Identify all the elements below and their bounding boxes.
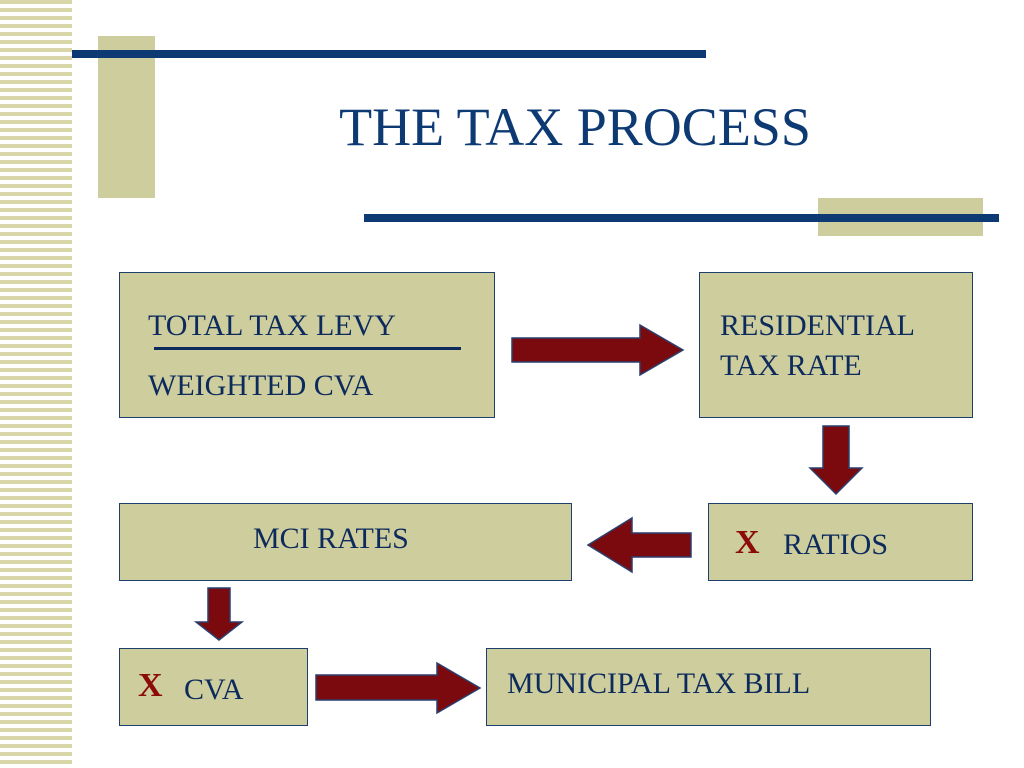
mci-rates-box: MCI RATES — [119, 503, 572, 581]
residential-line1: RESIDENTIAL — [720, 309, 915, 342]
page-title: THE TAX PROCESS — [339, 97, 811, 157]
municipal-tax-bill-label: MUNICIPAL TAX BILL — [507, 667, 811, 700]
tax-levy-box: TOTAL TAX LEVY WEIGHTED CVA — [119, 272, 495, 418]
arrow-left — [586, 516, 692, 574]
mci-rates-label: MCI RATES — [253, 522, 409, 555]
arrow-right — [315, 661, 482, 715]
municipal-tax-bill-box: MUNICIPAL TAX BILL — [486, 648, 931, 726]
cva-label: CVA — [184, 673, 244, 706]
residential-tax-rate-box: RESIDENTIAL TAX RATE — [699, 272, 973, 418]
ratios-box: X RATIOS — [708, 503, 973, 581]
levy-numerator: TOTAL TAX LEVY — [148, 309, 396, 342]
ratios-label: RATIOS — [783, 528, 889, 561]
cva-box: X CVA — [119, 648, 308, 726]
accent-bar-top — [72, 50, 706, 58]
multiply-operator: X — [138, 667, 163, 704]
levy-denominator: WEIGHTED CVA — [148, 369, 374, 402]
arrow-down — [193, 587, 245, 641]
striped-margin — [0, 0, 72, 768]
accent-block-left — [98, 36, 155, 198]
residential-line2: TAX RATE — [720, 349, 862, 382]
accent-bar-bottom — [364, 214, 999, 222]
fraction-bar — [154, 347, 461, 350]
arrow-right — [511, 323, 685, 377]
multiply-operator: X — [735, 524, 760, 561]
arrow-down — [808, 425, 864, 496]
